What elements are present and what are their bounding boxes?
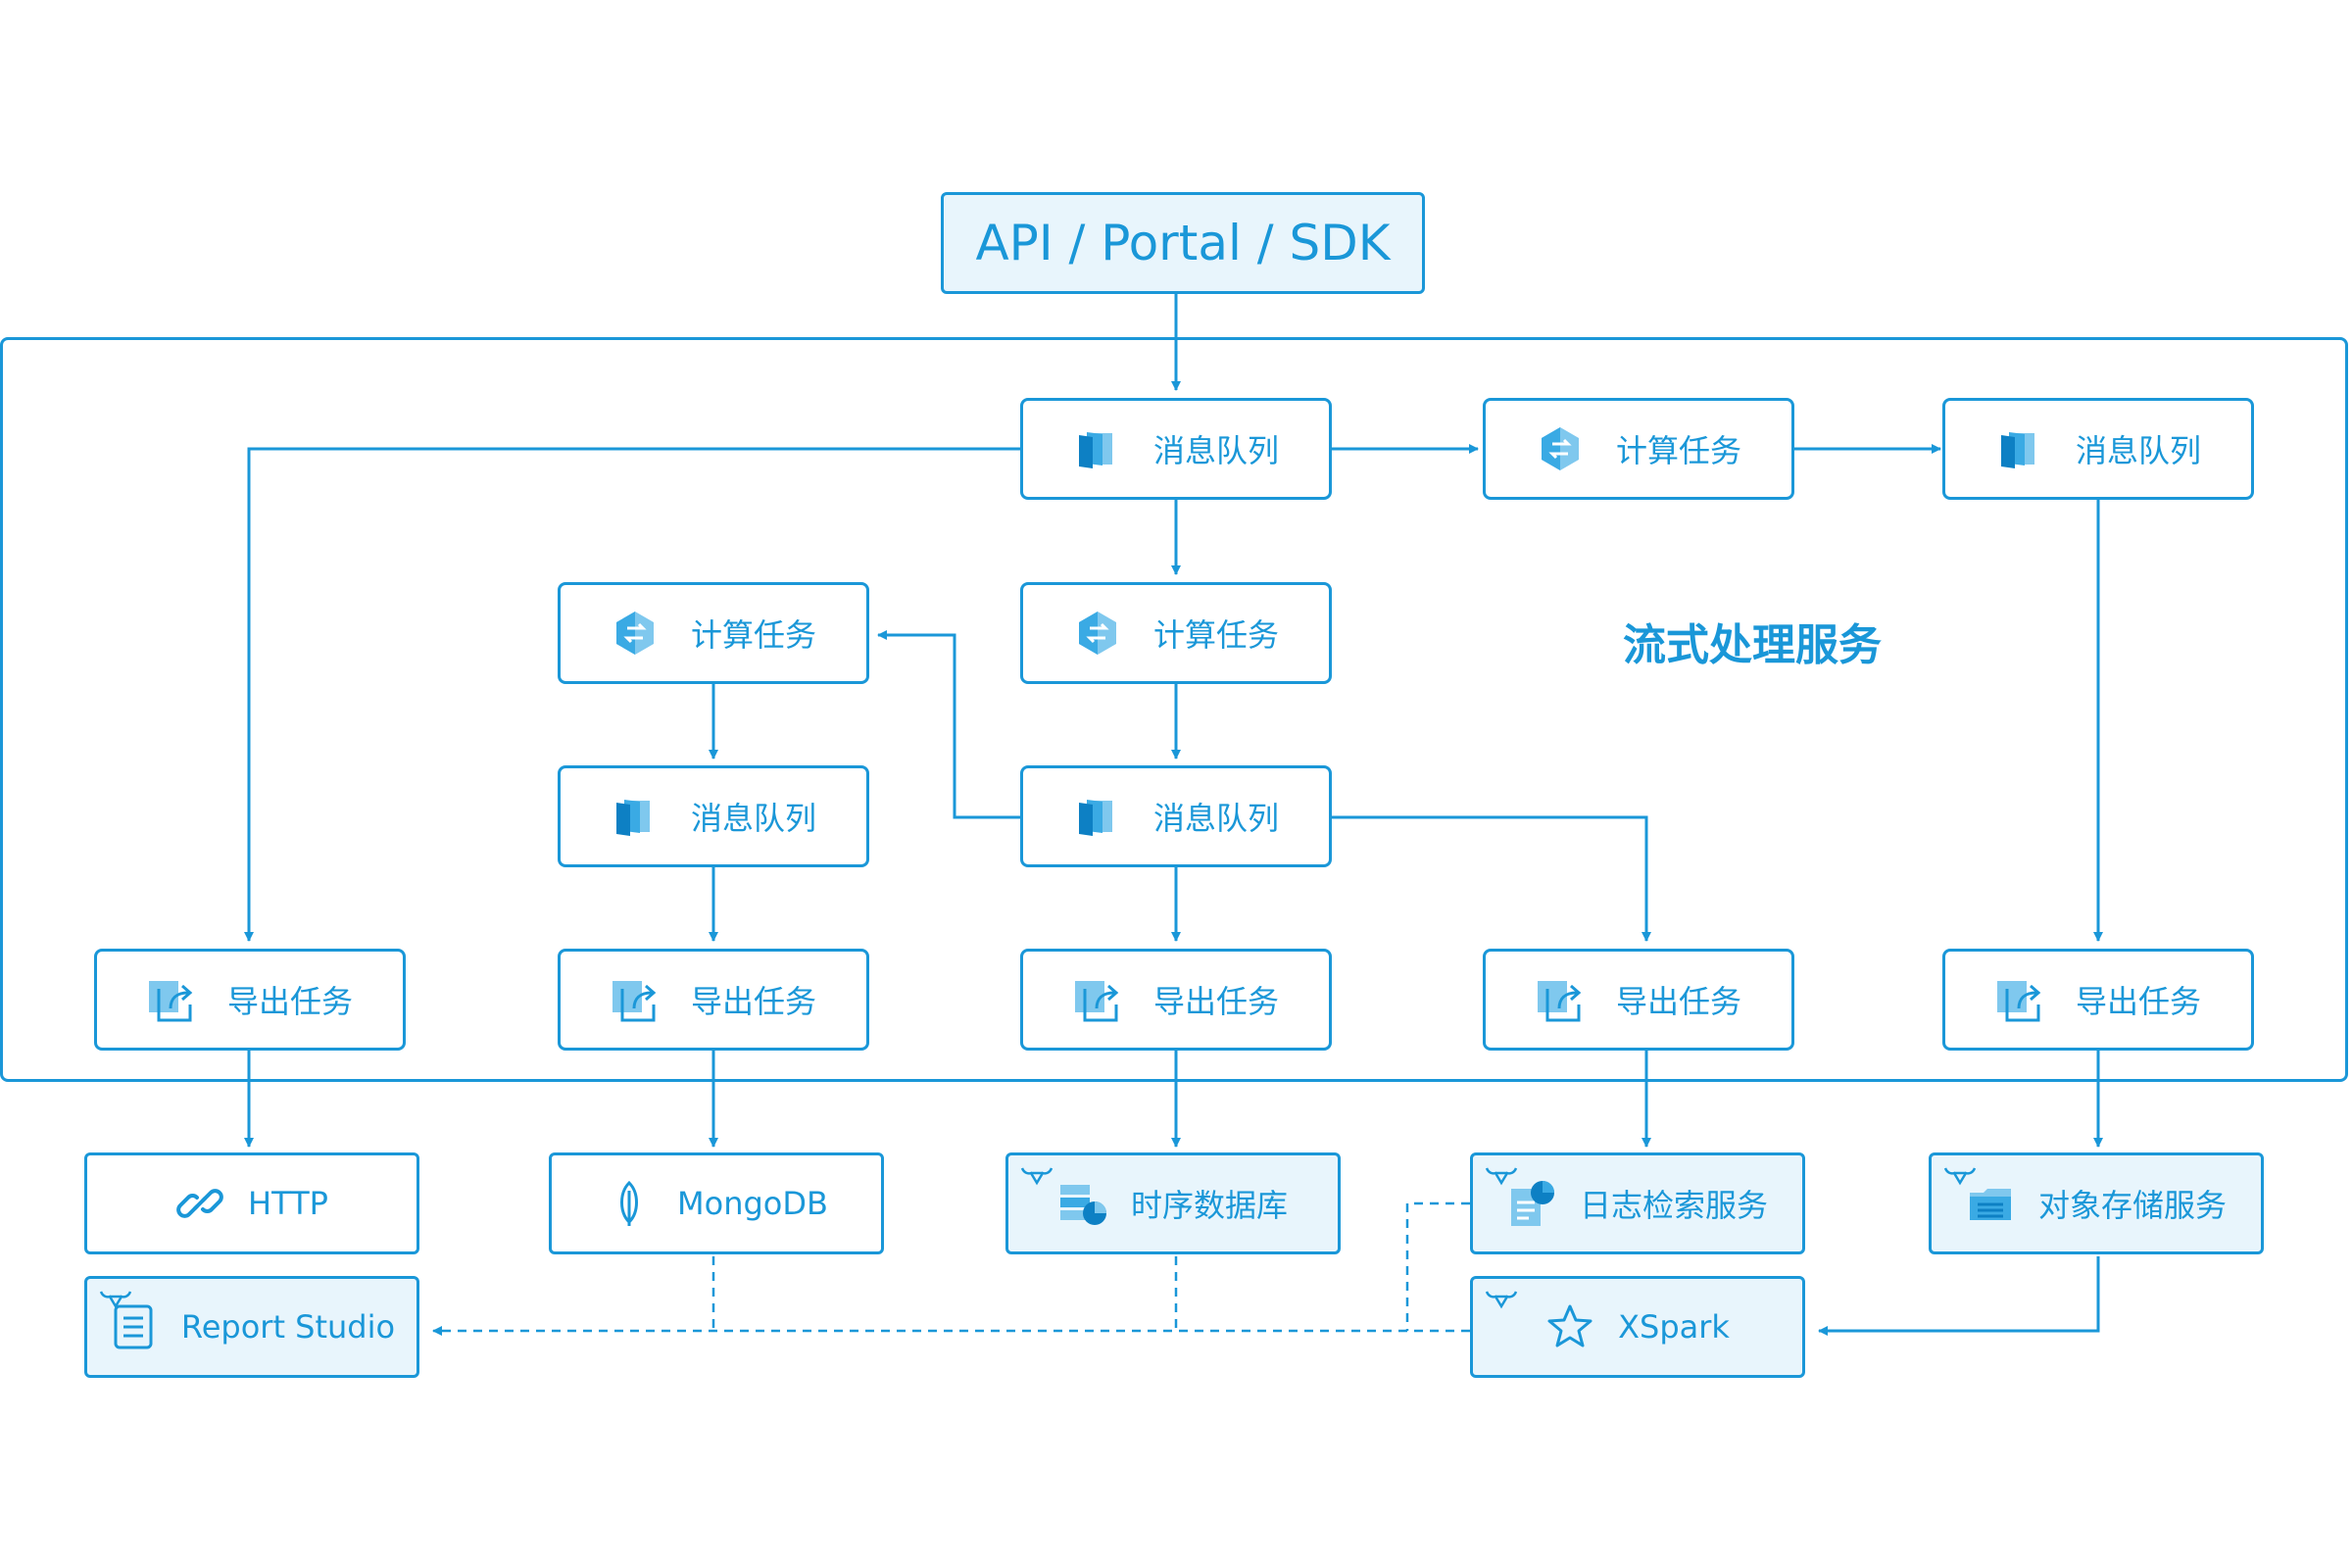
group-title: 流式处理服务 xyxy=(1623,620,1882,670)
link-icon xyxy=(176,1189,223,1218)
node-label: 导出任务 xyxy=(2075,983,2201,1020)
leaf-icon xyxy=(620,1180,639,1226)
compute-task-icon xyxy=(1078,612,1116,655)
node-label: 导出任务 xyxy=(1152,983,1279,1020)
compute-task-node[interactable]: 计算任务 xyxy=(558,582,869,684)
node-label: 消息队列 xyxy=(1152,432,1279,469)
api-portal-sdk-box[interactable]: API / Portal / SDK xyxy=(941,192,1425,294)
dest-label: XSpark xyxy=(1618,1308,1730,1346)
xspark-destination[interactable]: XSpark xyxy=(1470,1276,1805,1378)
node-label: 导出任务 xyxy=(690,983,816,1020)
node-label: 消息队列 xyxy=(1152,800,1279,837)
export-icon xyxy=(148,981,193,1022)
edge-mq-to-export-1 xyxy=(244,447,1020,942)
log-search-destination[interactable]: 日志检索服务 xyxy=(1470,1152,1805,1254)
export-task-node[interactable]: 导出任务 xyxy=(1483,949,1794,1051)
message-queue-icon xyxy=(615,800,650,836)
stream-processing-service-group xyxy=(0,337,2348,1082)
node-label: 计算任务 xyxy=(690,616,816,654)
dest-label: 日志检索服务 xyxy=(1579,1187,1768,1224)
edge-mq-to-compute-left xyxy=(877,630,1020,819)
document-pie-icon xyxy=(1510,1181,1554,1226)
message-queue-node[interactable]: 消息队列 xyxy=(558,765,869,867)
bull-logo-icon xyxy=(99,1291,132,1309)
export-task-node[interactable]: 导出任务 xyxy=(1020,949,1332,1051)
database-chart-icon xyxy=(1059,1185,1106,1225)
export-icon xyxy=(1537,981,1582,1022)
node-label: 导出任务 xyxy=(1615,983,1741,1020)
export-icon xyxy=(1996,981,2041,1022)
bull-logo-icon xyxy=(1485,1167,1518,1186)
node-label: 计算任务 xyxy=(1615,432,1741,469)
message-queue-icon xyxy=(2000,432,2034,468)
compute-task-icon xyxy=(1541,427,1579,470)
bull-logo-icon xyxy=(1485,1291,1518,1309)
edge-mq-center-to-export-4 xyxy=(1332,815,1651,942)
storage-box-icon xyxy=(1969,1189,2011,1220)
message-queue-icon xyxy=(1078,800,1112,836)
dest-label: 时序数据库 xyxy=(1130,1187,1288,1224)
bull-logo-icon xyxy=(1943,1167,1977,1186)
edge-logsearch-to-report xyxy=(1405,1201,1470,1331)
dest-label: Report Studio xyxy=(180,1308,396,1346)
message-queue-node[interactable]: 消息队列 xyxy=(1942,398,2254,500)
export-task-node[interactable]: 导出任务 xyxy=(94,949,406,1051)
report-document-icon xyxy=(114,1304,153,1349)
star-icon xyxy=(1547,1304,1592,1348)
compute-task-icon xyxy=(615,612,654,655)
message-queue-node[interactable]: 消息队列 xyxy=(1020,765,1332,867)
bull-logo-icon xyxy=(1020,1167,1054,1186)
export-icon xyxy=(612,981,657,1022)
compute-task-node[interactable]: 计算任务 xyxy=(1483,398,1794,500)
dest-label: HTTP xyxy=(248,1185,328,1222)
export-task-node[interactable]: 导出任务 xyxy=(558,949,869,1051)
compute-task-node[interactable]: 计算任务 xyxy=(1020,582,1332,684)
node-label: 消息队列 xyxy=(2075,432,2201,469)
dest-label: MongoDB xyxy=(677,1185,828,1222)
http-destination[interactable]: HTTP xyxy=(84,1152,419,1254)
node-label: 计算任务 xyxy=(1152,616,1279,654)
message-queue-icon xyxy=(1078,432,1112,468)
node-label: 导出任务 xyxy=(226,983,353,1020)
export-task-node[interactable]: 导出任务 xyxy=(1942,949,2254,1051)
tsdb-destination[interactable]: 时序数据库 xyxy=(1005,1152,1341,1254)
node-label: 消息队列 xyxy=(690,800,816,837)
edge-objectstorage-to-xspark xyxy=(1818,1256,2100,1336)
object-storage-destination[interactable]: 对象存储服务 xyxy=(1929,1152,2264,1254)
mongodb-destination[interactable]: MongoDB xyxy=(549,1152,884,1254)
message-queue-node[interactable]: 消息队列 xyxy=(1020,398,1332,500)
dest-label: 对象存储服务 xyxy=(2037,1187,2227,1224)
export-icon xyxy=(1074,981,1119,1022)
report-studio-destination[interactable]: Report Studio xyxy=(84,1276,419,1378)
